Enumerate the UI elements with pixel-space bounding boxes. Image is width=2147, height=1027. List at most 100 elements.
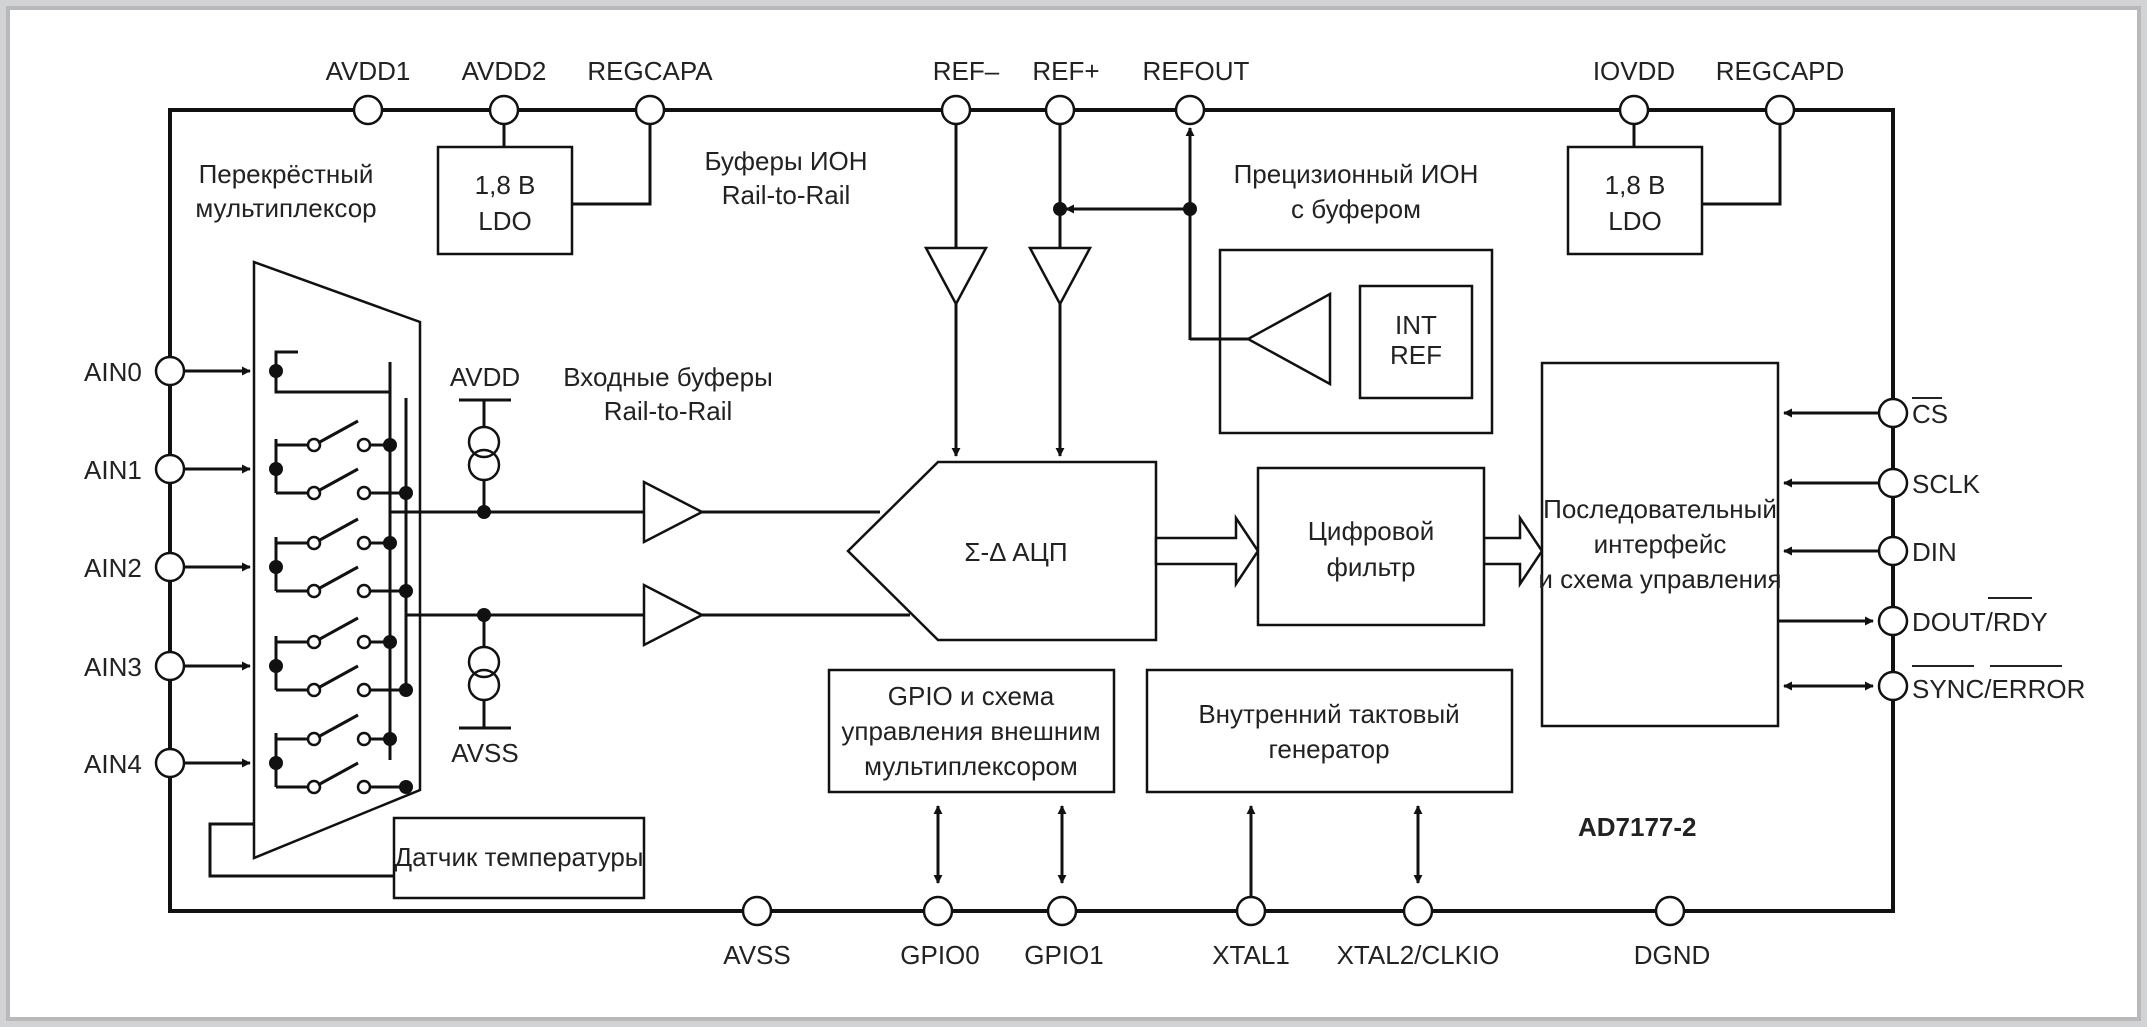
pin-label-xtal2-clkio: XTAL2/CLKIO	[1337, 940, 1500, 970]
int-ref-line2: REF	[1390, 340, 1442, 370]
input-buffer-positive	[642, 479, 705, 545]
internal-clock-block: Внутренний тактовый генератор	[1145, 668, 1514, 794]
pin-label-ain3: AIN3	[84, 652, 142, 682]
pin-label-refout: REFOUT	[1143, 56, 1250, 86]
mux-stub-ain0	[274, 350, 298, 394]
mux-switch-4-0-a	[306, 731, 322, 747]
pin-label-ain4: AIN4	[84, 749, 142, 779]
pin-xtal1: XTAL1	[1212, 805, 1290, 970]
ref-buffers-label-2: Rail-to-Rail	[722, 180, 851, 210]
mux-switch-2-1-b	[356, 583, 372, 599]
avss-internal-label: AVSS	[451, 738, 518, 768]
crosspoint-mux-label-1: Перекрёстный	[199, 159, 374, 189]
pin-din: DIN	[1783, 535, 1957, 567]
pin-sync-error: SYNC/ERROR	[1783, 665, 2085, 704]
pin-ref-plus: REF+	[1032, 56, 1100, 126]
pin-label-ain1: AIN1	[84, 455, 142, 485]
int-ref-line1: INT	[1395, 310, 1437, 340]
pin-regcapa: REGCAPA	[587, 56, 713, 126]
mux-switch-3-1-b	[356, 682, 372, 698]
avdd-source: AVDD	[450, 362, 520, 519]
pin-gpio0: GPIO0	[900, 805, 980, 970]
temperature-sensor: Датчик температуры	[208, 816, 646, 900]
avss-source: AVSS	[451, 608, 519, 768]
pin-dgnd: DGND	[1634, 895, 1711, 970]
pin-sclk: SCLK	[1783, 467, 1981, 499]
mux-switch-1-1-b	[356, 485, 372, 501]
top-pins: AVDD1 AVDD2 REGCAPA REF– REF+ REFOUT IOV…	[326, 56, 1845, 126]
pin-label-dgnd: DGND	[1634, 940, 1711, 970]
pin-label-gpio1: GPIO1	[1024, 940, 1103, 970]
precision-ref-label-1: Прецизионный ИОН	[1234, 159, 1479, 189]
reference-section: INT REF	[923, 124, 1494, 457]
ref-plus-buffer	[1027, 246, 1093, 307]
filter-to-interface-arrow	[1482, 513, 1544, 589]
pin-label-ref-minus: REF–	[933, 56, 1000, 86]
ref-output-buffer	[1245, 291, 1332, 387]
chip-outline	[168, 108, 1895, 913]
mux-switch-2-0-b	[356, 535, 372, 551]
pin-label-sclk: SCLK	[1912, 469, 1981, 499]
avdd-label: AVDD	[450, 362, 520, 392]
pin-label-sync-error: SYNC/ERROR	[1912, 674, 2085, 704]
bottom-pins: AVSS GPIO0 GPIO1 XTAL1 XTAL2/CLKIO DGND	[723, 805, 1711, 970]
right-pins: CS SCLK DIN DOUT/RDY SYNC/ERROR	[1778, 397, 2085, 704]
pin-label-iovdd: IOVDD	[1593, 56, 1675, 86]
clock-block-line1: Внутренний тактовый	[1198, 699, 1459, 729]
crosspoint-multiplexer	[252, 260, 422, 860]
mux-switch-4-0-b	[356, 731, 372, 747]
pin-label-avdd2: AVDD2	[462, 56, 547, 86]
digital-filter-line1: Цифровой	[1308, 516, 1435, 546]
mux-switch-2-1-a	[306, 583, 322, 599]
pin-ain0: AIN0	[84, 355, 251, 387]
mux-switch-3-0-b	[356, 634, 372, 650]
digital-filter-block: Цифровой фильтр	[1256, 466, 1486, 627]
serial-interface-line3: и схема управления	[1538, 564, 1781, 594]
mux-switch-4-1-b	[356, 779, 372, 795]
gpio-control-block: GPIO и схема управления внешним мультипл…	[827, 668, 1116, 794]
digital-filter-line2: фильтр	[1327, 552, 1416, 582]
gpio-block-line1: GPIO и схема	[888, 681, 1055, 711]
gpio-block-line2: управления внешним	[841, 716, 1100, 746]
pin-avdd2: AVDD2	[462, 56, 547, 126]
precision-ref-box	[1218, 248, 1494, 435]
pin-ref-minus: REF–	[933, 56, 1000, 126]
pin-avss: AVSS	[723, 895, 791, 970]
pin-label-regcapa: REGCAPA	[587, 56, 713, 86]
precision-ref-label-2: с буфером	[1291, 194, 1421, 224]
pin-xtal2-clkio: XTAL2/CLKIO	[1337, 805, 1500, 970]
mux-switch-3-0-a	[306, 634, 322, 650]
pin-label-ref-plus: REF+	[1032, 56, 1099, 86]
adc-label: Σ-Δ АЦП	[964, 537, 1067, 567]
adc-to-filter-arrow	[1154, 513, 1260, 589]
input-buffers-label-2: Rail-to-Rail	[604, 396, 733, 426]
pin-ain3: AIN3	[84, 650, 251, 682]
data-path-arrows	[1154, 513, 1544, 589]
ldo-analog-line2: LDO	[478, 206, 531, 236]
mux-switch-2-0-a	[306, 535, 322, 551]
pin-cs: CS	[1783, 397, 1948, 429]
pin-ain2: AIN2	[84, 551, 251, 583]
input-buffer-negative	[642, 582, 705, 648]
pin-ain1: AIN1	[84, 453, 251, 485]
pin-label-cs: CS	[1912, 399, 1948, 429]
input-buffers-label-1: Входные буферы	[563, 362, 773, 392]
pin-label-ain2: AIN2	[84, 553, 142, 583]
ldo-analog-line1: 1,8 В	[475, 170, 536, 200]
pin-dout-rdy: DOUT/RDY	[1778, 597, 2048, 637]
pin-label-avdd1: AVDD1	[326, 56, 411, 86]
temp-sensor-label: Датчик температуры	[395, 842, 644, 872]
ref-buffers-label-1: Буферы ИОН	[704, 146, 867, 176]
pin-label-dout-rdy: DOUT/RDY	[1912, 607, 2048, 637]
mux-switch-1-1-a	[306, 485, 322, 501]
part-number-label: AD7177-2	[1578, 812, 1697, 842]
mux-switch-3-1-a	[306, 682, 322, 698]
pin-iovdd: IOVDD	[1593, 56, 1675, 126]
ref-minus-buffer	[923, 246, 989, 307]
pin-label-din: DIN	[1912, 537, 1957, 567]
pin-label-regcapd: REGCAPD	[1716, 56, 1845, 86]
pin-label-ain0: AIN0	[84, 357, 142, 387]
sigma-delta-adc: Σ-Δ АЦП	[846, 460, 1158, 642]
